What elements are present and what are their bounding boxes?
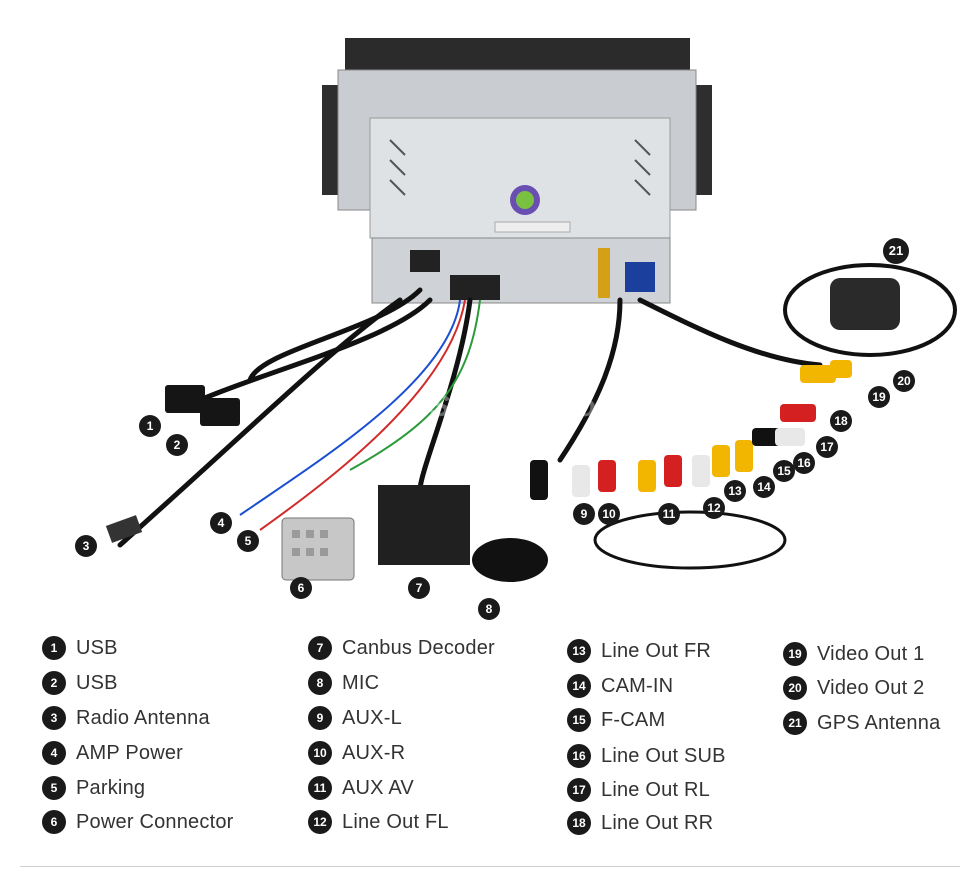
legend-number: 8 — [308, 671, 332, 695]
legend-item-12: 12 Line Out FL — [308, 808, 449, 836]
legend-item-6: 6 Power Connector — [42, 808, 234, 836]
legend-number: 2 — [42, 671, 66, 695]
legend-label: GPS Antenna — [817, 711, 941, 734]
legend-item-7: 7 Canbus Decoder — [308, 634, 495, 662]
callout-1: 1 — [139, 415, 161, 437]
legend-number: 7 — [308, 636, 332, 660]
legend-item-13: 13 Line Out FR — [567, 637, 711, 665]
legend-number: 21 — [783, 711, 807, 735]
legend-item-2: 2 USB — [42, 669, 118, 697]
callout-9: 9 — [573, 503, 595, 525]
callout-17: 17 — [816, 436, 838, 458]
legend-label: Line Out RL — [601, 778, 710, 801]
callout-4: 4 — [210, 512, 232, 534]
callout-3: 3 — [75, 535, 97, 557]
callout-15: 15 — [773, 460, 795, 482]
legend-number: 4 — [42, 741, 66, 765]
callout-14: 14 — [753, 476, 775, 498]
callout-13: 13 — [724, 480, 746, 502]
callout-19: 19 — [868, 386, 890, 408]
legend-number: 6 — [42, 810, 66, 834]
legend-label: Video Out 1 — [817, 642, 925, 665]
legend-label: Canbus Decoder — [342, 636, 495, 659]
legend-item-16: 16 Line Out SUB — [567, 742, 726, 770]
legend-label: Power Connector — [76, 810, 234, 833]
legend-item-21: 21 GPS Antenna — [783, 709, 940, 737]
legend-label: CAM-IN — [601, 674, 674, 697]
legend-item-4: 4 AMP Power — [42, 739, 183, 767]
legend-item-17: 17 Line Out RL — [567, 776, 710, 804]
callout-12: 12 — [703, 497, 725, 519]
legend-label: F-CAM — [601, 708, 666, 731]
legend-label: Radio Antenna — [76, 706, 210, 729]
legend-number: 14 — [567, 674, 591, 698]
legend-number: 17 — [567, 778, 591, 802]
legend-label: USB — [76, 636, 118, 659]
legend-label: Line Out RR — [601, 811, 714, 834]
product-photo — [105, 38, 957, 582]
callout-10: 10 — [598, 503, 620, 525]
callout-2: 2 — [166, 434, 188, 456]
legend-item-19: 19 Video Out 1 — [783, 640, 924, 668]
legend-label: Line Out SUB — [601, 744, 726, 767]
legend-label: USB — [76, 671, 118, 694]
legend-label: AMP Power — [76, 741, 184, 764]
legend-number: 13 — [567, 639, 591, 663]
legend-label: AUX-L — [342, 706, 402, 729]
callout-6: 6 — [290, 577, 312, 599]
legend-number: 3 — [42, 706, 66, 730]
footer-divider — [20, 866, 960, 867]
legend-label: Line Out FL — [342, 810, 449, 833]
callout-5: 5 — [237, 530, 259, 552]
callout-11: 11 — [658, 503, 680, 525]
callout-18: 18 — [830, 410, 852, 432]
legend-label: Line Out FR — [601, 639, 712, 662]
legend-number: 15 — [567, 708, 591, 732]
legend-item-15: 15 F-CAM — [567, 706, 665, 734]
legend-label: AUX-R — [342, 741, 406, 764]
legend-label: MIC — [342, 671, 380, 694]
legend-item-9: 9 AUX-L — [308, 704, 402, 732]
legend-number: 1 — [42, 636, 66, 660]
callout-21: 21 — [883, 238, 909, 264]
legend-item-3: 3 Radio Antenna — [42, 704, 210, 732]
legend-number: 12 — [308, 810, 332, 834]
legend-number: 11 — [308, 776, 332, 800]
legend-number: 5 — [42, 776, 66, 800]
legend-item-10: 10 AUX-R — [308, 739, 405, 767]
callout-20: 20 — [893, 370, 915, 392]
legend-item-8: 8 MIC — [308, 669, 379, 697]
legend-item-1: 1 USB — [42, 634, 118, 662]
legend-item-20: 20 Video Out 2 — [783, 674, 924, 702]
callout-16: 16 — [793, 452, 815, 474]
legend-number: 16 — [567, 744, 591, 768]
legend-label: Video Out 2 — [817, 676, 925, 699]
legend-number: 10 — [308, 741, 332, 765]
legend-item-14: 14 CAM-IN — [567, 672, 673, 700]
watermark: Seicane.com — [430, 390, 625, 423]
legend-item-5: 5 Parking — [42, 774, 145, 802]
legend-number: 18 — [567, 811, 591, 835]
legend-number: 19 — [783, 642, 807, 666]
legend-number: 9 — [308, 706, 332, 730]
legend-item-18: 18 Line Out RR — [567, 809, 713, 837]
legend-item-11: 11 AUX AV — [308, 774, 414, 802]
callout-8: 8 — [478, 598, 500, 620]
legend-label: Parking — [76, 776, 146, 799]
callout-7: 7 — [408, 577, 430, 599]
legend-number: 20 — [783, 676, 807, 700]
legend-label: AUX AV — [342, 776, 414, 799]
